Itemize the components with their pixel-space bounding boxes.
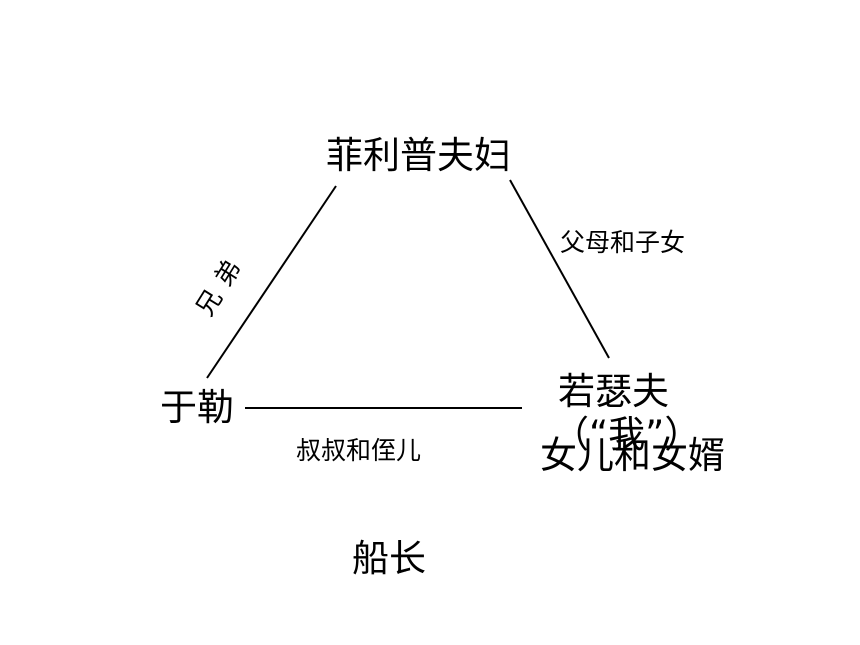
edge-label-parents-children: 父母和子女 [560, 228, 686, 257]
node-philippe-couple: 菲利普夫妇 [326, 134, 511, 177]
edge-line-left [206, 185, 337, 379]
node-joseph-note: （“我”） [552, 413, 702, 456]
edge-line-right [509, 179, 610, 359]
edge-label-uncle-nephew: 叔叔和侄儿 [296, 436, 422, 465]
node-joseph: 若瑟夫 [558, 370, 669, 413]
overlay-label-daughter-son-in-law: 女儿和女婿 [540, 434, 725, 477]
node-captain: 船长 [352, 537, 426, 580]
node-jules: 于勒 [160, 386, 234, 429]
